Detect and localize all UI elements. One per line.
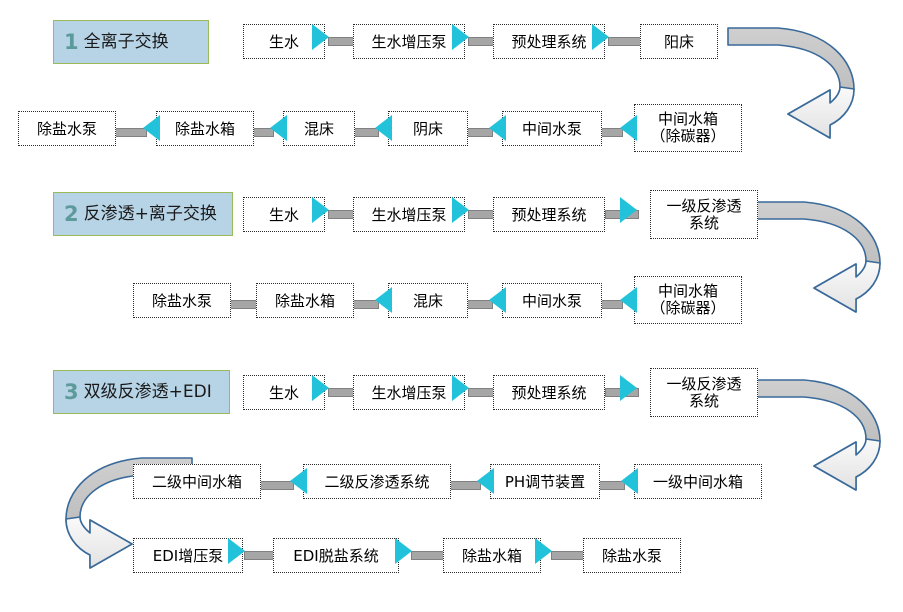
section-number: 3 bbox=[64, 379, 79, 404]
arrowhead-right-icon bbox=[312, 197, 329, 223]
arrowhead-right-icon bbox=[452, 24, 469, 50]
node-secondary-ro-system[interactable]: 二级反渗透系统 bbox=[303, 464, 451, 499]
node-intermediate-tank-decarbonator[interactable]: 中间水箱 （除碳器） bbox=[634, 104, 742, 152]
node-demineralized-water-pump[interactable]: 除盐水泵 bbox=[583, 538, 681, 573]
arrowhead-right-icon bbox=[312, 375, 329, 401]
arrowhead-left-icon bbox=[621, 468, 638, 494]
node-line-2: 系统 bbox=[688, 213, 719, 232]
arrowhead-left-icon bbox=[290, 468, 307, 494]
arrowhead-left-icon bbox=[143, 115, 160, 141]
node-demineralized-water-pump[interactable]: 除盐水泵 bbox=[133, 283, 231, 318]
node-mixed-bed[interactable]: 混床 bbox=[388, 283, 468, 318]
node-pretreatment-system[interactable]: 预处理系统 bbox=[493, 197, 605, 232]
arrowhead-right-icon bbox=[312, 24, 329, 50]
node-raw-water[interactable]: 生水 bbox=[243, 24, 325, 59]
arrowhead-left-icon bbox=[620, 287, 637, 313]
node-raw-water[interactable]: 生水 bbox=[243, 375, 325, 410]
node-anion-bed[interactable]: 阴床 bbox=[388, 111, 468, 146]
node-line-2: 系统 bbox=[688, 391, 719, 410]
node-line-1: 一级反渗透 bbox=[666, 374, 742, 393]
section-number: 2 bbox=[64, 201, 79, 226]
arrowhead-left-icon bbox=[375, 287, 392, 313]
arrowhead-right-icon bbox=[395, 538, 412, 564]
arrowhead-left-icon bbox=[620, 115, 637, 141]
node-raw-water-booster-pump[interactable]: 生水增压泵 bbox=[353, 375, 465, 410]
arrowhead-left-icon bbox=[375, 115, 392, 141]
node-demineralized-water-tank[interactable]: 除盐水箱 bbox=[443, 538, 541, 573]
section-label-1: 1 全离子交换 bbox=[53, 20, 209, 64]
uturn-arrow-section2 bbox=[753, 201, 881, 313]
node-mixed-bed[interactable]: 混床 bbox=[283, 111, 355, 146]
uturn-arrow-section3-right bbox=[753, 379, 881, 491]
arrowhead-right-icon bbox=[452, 197, 469, 223]
connector-bar bbox=[608, 37, 643, 46]
node-intermediate-pump[interactable]: 中间水泵 bbox=[502, 111, 602, 146]
arrowhead-left-icon bbox=[489, 115, 506, 141]
node-line-2: （除碳器） bbox=[650, 299, 726, 317]
node-secondary-intermediate-tank[interactable]: 二级中间水箱 bbox=[133, 464, 261, 499]
arrowhead-right-icon bbox=[592, 24, 609, 50]
node-demineralized-water-pump[interactable]: 除盐水泵 bbox=[18, 111, 116, 146]
node-cation-bed[interactable]: 阳床 bbox=[640, 24, 718, 59]
arrowhead-left-icon bbox=[270, 115, 287, 141]
section-title: 双级反渗透+EDI bbox=[83, 381, 212, 402]
node-raw-water-booster-pump[interactable]: 生水增压泵 bbox=[353, 24, 465, 59]
arrowhead-right-icon bbox=[620, 197, 637, 223]
section-label-3: 3 双级反渗透+EDI bbox=[53, 370, 230, 414]
arrowhead-right-icon bbox=[535, 538, 552, 564]
node-demineralized-water-tank[interactable]: 除盐水箱 bbox=[156, 111, 254, 146]
node-edi-desalination-system[interactable]: EDI脱盐系统 bbox=[273, 538, 399, 573]
node-primary-ro-system[interactable]: 一级反渗透 系统 bbox=[650, 368, 758, 417]
arrowhead-right-icon bbox=[452, 375, 469, 401]
node-line-1: 中间水箱 bbox=[657, 110, 718, 128]
node-pretreatment-system[interactable]: 预处理系统 bbox=[493, 375, 605, 410]
node-line-1: 中间水箱 bbox=[657, 282, 718, 300]
arrowhead-left-icon bbox=[489, 287, 506, 313]
node-demineralized-water-tank[interactable]: 除盐水箱 bbox=[256, 283, 354, 318]
node-line-2: （除碳器） bbox=[650, 127, 726, 145]
node-line-1: 一级反渗透 bbox=[666, 196, 742, 215]
connector-bar bbox=[256, 481, 294, 490]
node-edi-booster-pump[interactable]: EDI增压泵 bbox=[133, 538, 243, 573]
section-number: 1 bbox=[64, 29, 79, 54]
section-label-2: 2 反渗透+离子交换 bbox=[53, 192, 233, 236]
node-raw-water-booster-pump[interactable]: 生水增压泵 bbox=[353, 197, 465, 232]
node-ph-adjustment-device[interactable]: PH调节装置 bbox=[490, 464, 600, 499]
node-intermediate-pump[interactable]: 中间水泵 bbox=[502, 283, 602, 318]
node-primary-intermediate-tank[interactable]: 一级中间水箱 bbox=[634, 464, 762, 499]
arrowhead-right-icon bbox=[228, 538, 245, 564]
node-primary-ro-system[interactable]: 一级反渗透 系统 bbox=[650, 190, 758, 239]
node-intermediate-tank-decarbonator[interactable]: 中间水箱 （除碳器） bbox=[634, 276, 742, 324]
uturn-arrow-section3-left bbox=[65, 457, 193, 569]
section-title: 反渗透+离子交换 bbox=[83, 203, 217, 224]
section-title: 全离子交换 bbox=[83, 31, 169, 52]
uturn-arrow-section1 bbox=[727, 27, 855, 139]
node-pretreatment-system[interactable]: 预处理系统 bbox=[493, 24, 605, 59]
arrowhead-right-icon bbox=[620, 375, 637, 401]
arrowhead-left-icon bbox=[477, 468, 494, 494]
